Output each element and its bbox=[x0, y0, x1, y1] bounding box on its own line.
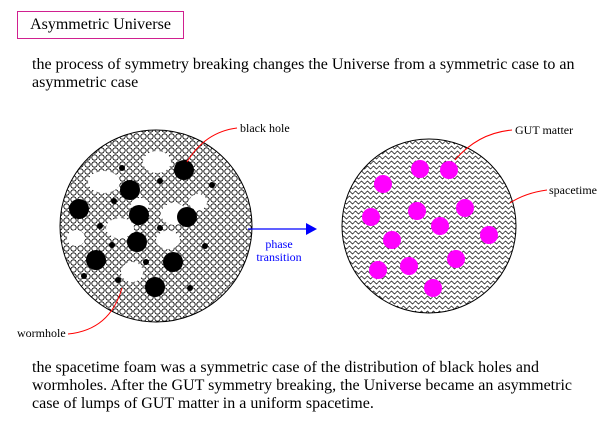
small-black-holes bbox=[81, 165, 215, 291]
outro-paragraph: the spacetime foam was a symmetric case … bbox=[32, 359, 572, 412]
intro-paragraph: the process of symmetry breaking changes… bbox=[32, 56, 575, 91]
transition-label: transition bbox=[256, 250, 301, 264]
title-box: Asymmetric Universe bbox=[17, 11, 184, 39]
spacetime-leader-line bbox=[509, 189, 548, 204]
black-hole-label: black hole bbox=[240, 121, 290, 135]
gut-matter-lumps bbox=[362, 160, 498, 297]
wormhole-leader-line bbox=[67, 287, 123, 335]
black-holes bbox=[69, 160, 197, 297]
spacetime-label: spacetime bbox=[549, 183, 597, 197]
gut-matter-label: GUT matter bbox=[515, 123, 573, 137]
black-hole-leader-line bbox=[186, 127, 238, 163]
phase-transition-arrow bbox=[248, 223, 317, 235]
phase-label: phase bbox=[265, 237, 292, 251]
wormhole-gaps bbox=[67, 151, 207, 282]
gut-matter-leader-line bbox=[454, 129, 513, 161]
wormhole-label: wormhole bbox=[17, 326, 66, 340]
page-title: Asymmetric Universe bbox=[30, 16, 171, 33]
spacetime-foam-circle bbox=[59, 129, 253, 323]
